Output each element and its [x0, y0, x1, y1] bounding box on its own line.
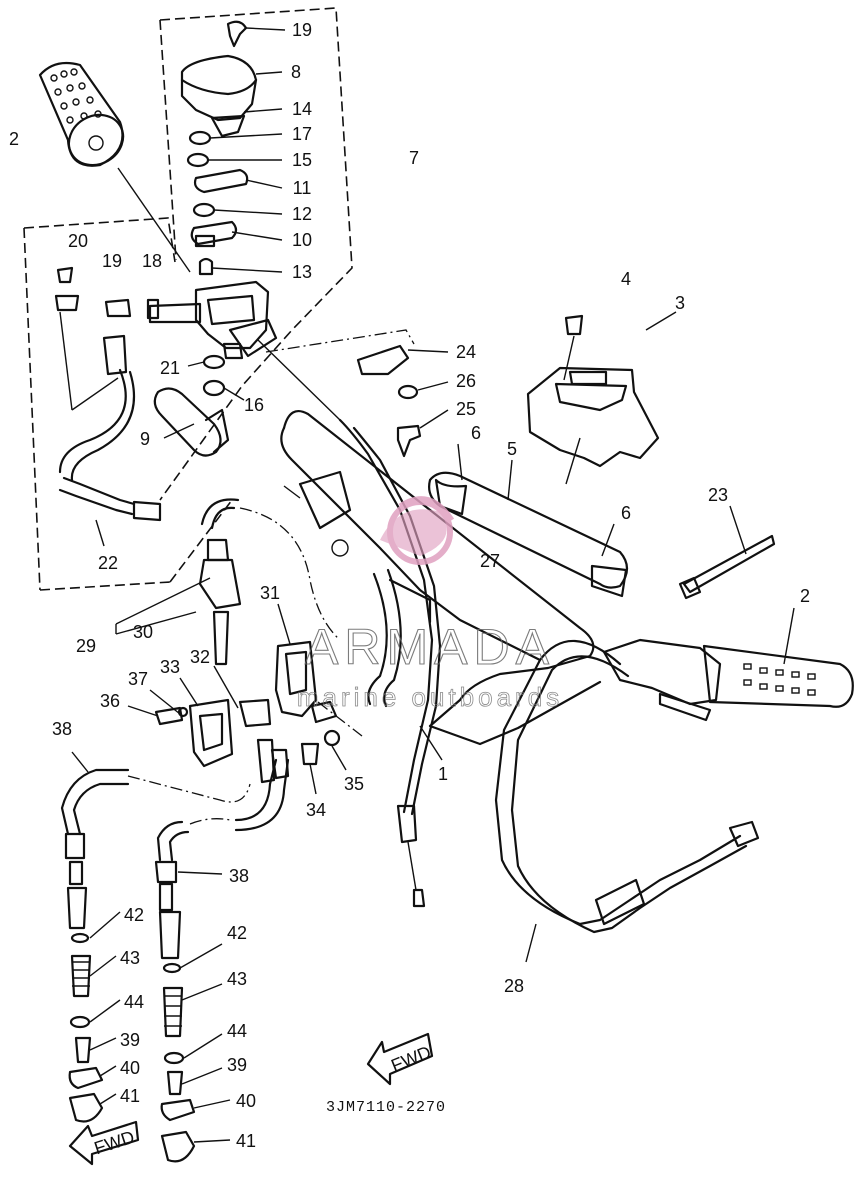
fwd-arrow-bottom-left: FWD: [68, 1120, 140, 1166]
cable-tie: [678, 505, 776, 600]
callout-2: 2: [9, 129, 19, 149]
fwd-label-left: FWD: [92, 1127, 137, 1159]
callout-41: 41: [236, 1131, 256, 1151]
callout-34: 34: [306, 800, 326, 820]
cable-38-right: [154, 738, 290, 960]
callout-33: 33: [160, 657, 180, 677]
callout-14: 14: [292, 99, 312, 119]
spring-stack-right: [160, 943, 231, 1163]
callout-41: 41: [120, 1086, 140, 1106]
callout-11: 11: [293, 178, 312, 198]
callout-7: 7: [409, 148, 419, 168]
upper-cable-bracket: [115, 498, 341, 666]
right-grip: [602, 607, 854, 722]
brake-tube: [428, 443, 629, 598]
callout-27: 27: [480, 551, 500, 571]
callout-39: 39: [120, 1030, 140, 1050]
callout-8: 8: [291, 62, 301, 82]
callout-10: 10: [292, 230, 312, 250]
group-boundary-7: [159, 7, 353, 501]
callout-16: 16: [244, 395, 264, 415]
callout-1: 1: [438, 764, 448, 784]
callout-9: 9: [140, 429, 150, 449]
callout-43: 43: [227, 969, 247, 989]
callout-6: 6: [621, 503, 631, 523]
choke-cable: [367, 568, 402, 708]
callout-19: 19: [292, 20, 312, 40]
callout-35: 35: [344, 774, 364, 794]
callout-38: 38: [52, 719, 72, 739]
left-grip: [38, 61, 191, 273]
watermark-brand: ARMADA: [305, 619, 555, 675]
callout-17: 17: [292, 124, 312, 144]
callout-44: 44: [227, 1021, 247, 1041]
callout-36: 36: [100, 691, 120, 711]
callout-40: 40: [120, 1058, 140, 1078]
callout-30: 30: [133, 622, 153, 642]
callout-13: 13: [292, 262, 312, 282]
callout-15: 15: [292, 150, 312, 170]
cable-38-left: [60, 751, 251, 930]
callout-26: 26: [456, 371, 476, 391]
callout-39: 39: [227, 1055, 247, 1075]
callout-38: 38: [229, 866, 249, 886]
throttle-cable-main: [257, 339, 442, 908]
callout-43: 43: [120, 948, 140, 968]
handlebar: [280, 410, 602, 761]
handlebar-pad: [526, 311, 677, 485]
switch-wire-assembly: [54, 266, 162, 547]
callout-12: 12: [292, 204, 312, 224]
callout-5: 5: [507, 439, 517, 459]
watermark-logo-icon: [380, 496, 455, 565]
callout-42: 42: [227, 923, 247, 943]
watermark-tagline: marine outboards: [297, 682, 563, 712]
callout-18: 18: [142, 251, 162, 271]
callout-3: 3: [675, 293, 685, 313]
return-cable-28: [494, 639, 760, 963]
callout-24: 24: [456, 342, 476, 362]
switch-assembly: [127, 603, 363, 795]
armada-watermark: ARMADA marine outboards: [296, 496, 563, 712]
callout-28: 28: [504, 976, 524, 996]
callout-40: 40: [236, 1091, 256, 1111]
callout-25: 25: [456, 399, 476, 419]
callout-44: 44: [124, 992, 144, 1012]
throttle-cover-stack: [180, 20, 286, 276]
diagram-code: 3JM7110-2270: [326, 1099, 446, 1116]
fwd-arrow-center: FWD: [366, 1032, 434, 1086]
callout-42: 42: [124, 905, 144, 925]
callout-21: 21: [160, 358, 180, 378]
spring-stack-left: [68, 911, 121, 1123]
callout-4: 4: [621, 269, 631, 289]
callout-32: 32: [190, 647, 210, 667]
callout-29: 29: [76, 636, 96, 656]
callout-37: 37: [128, 669, 148, 689]
callout-22: 22: [98, 553, 118, 573]
callout-20: 20: [68, 231, 88, 251]
throttle-housing: [148, 280, 278, 401]
callout-31: 31: [260, 583, 280, 603]
callout-23: 23: [708, 485, 728, 505]
callout-19: 19: [102, 251, 122, 271]
callout-6: 6: [471, 423, 481, 443]
callout-2: 2: [800, 586, 810, 606]
clamp-bracket: [265, 329, 449, 458]
throttle-lever: [153, 387, 230, 457]
